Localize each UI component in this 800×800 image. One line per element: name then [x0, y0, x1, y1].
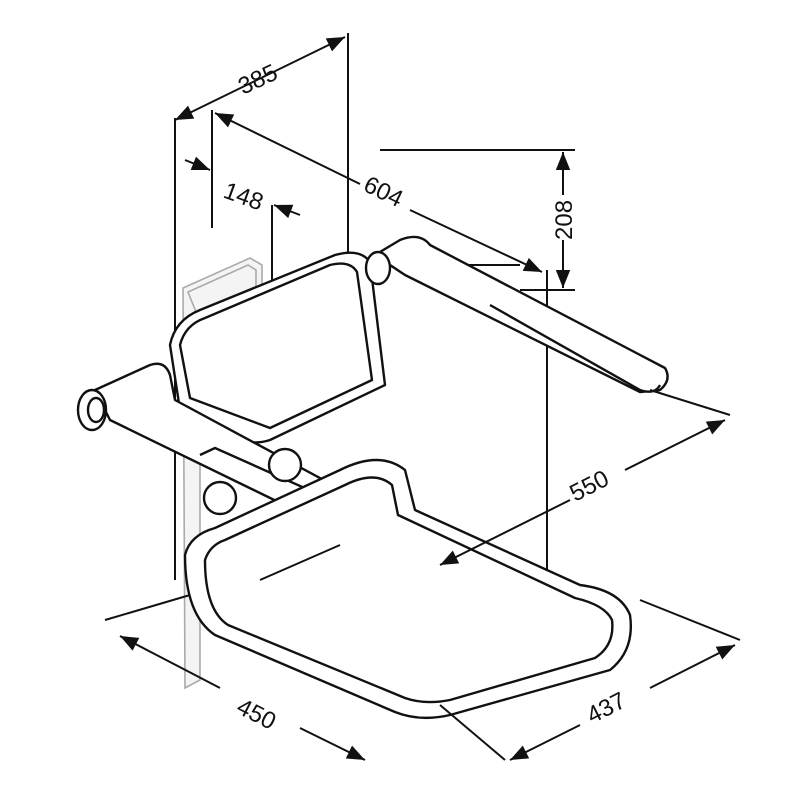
- dimension-lines: [104, 36, 741, 761]
- backrest: [168, 251, 387, 444]
- dimension-label-208: 208: [551, 200, 578, 240]
- dimension-label-450: 450: [232, 693, 280, 735]
- dimension-label-437: 437: [582, 687, 630, 729]
- dimension-label-550: 550: [565, 465, 613, 507]
- dimension-label-385: 385: [234, 59, 282, 100]
- wall-plate: [182, 257, 263, 690]
- armrest-right: [364, 235, 669, 394]
- seat: [183, 458, 632, 720]
- dimension-label-148: 148: [220, 177, 267, 216]
- dimension-label-604: 604: [359, 171, 407, 213]
